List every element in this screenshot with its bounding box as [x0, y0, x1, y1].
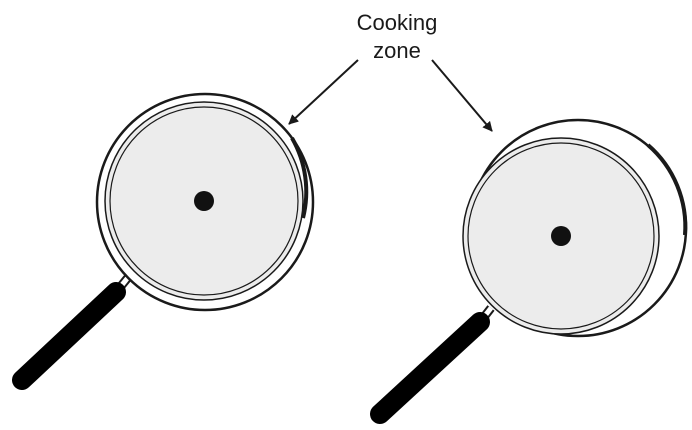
- pan-handle: [370, 305, 495, 424]
- callout-label-line-1: Cooking: [357, 10, 438, 35]
- callout-arrow-left: [288, 59, 359, 125]
- pan-offset-from-zone: [370, 118, 688, 424]
- pan-rim-shadow: [290, 137, 309, 219]
- cooking-zone-inner-ring: [467, 142, 655, 330]
- pan-center-dot: [194, 191, 214, 211]
- callout-label-line-2: zone: [373, 38, 421, 63]
- pan-rim-shadow: [646, 143, 688, 236]
- cooking-zone-inner-ring: [109, 106, 299, 296]
- pan-centered-on-zone: [12, 92, 315, 390]
- callout-arrow-right: [431, 59, 493, 132]
- callout-label: Cooking zone: [357, 10, 438, 63]
- pan-handle: [12, 272, 134, 390]
- pan-center-dot: [551, 226, 571, 246]
